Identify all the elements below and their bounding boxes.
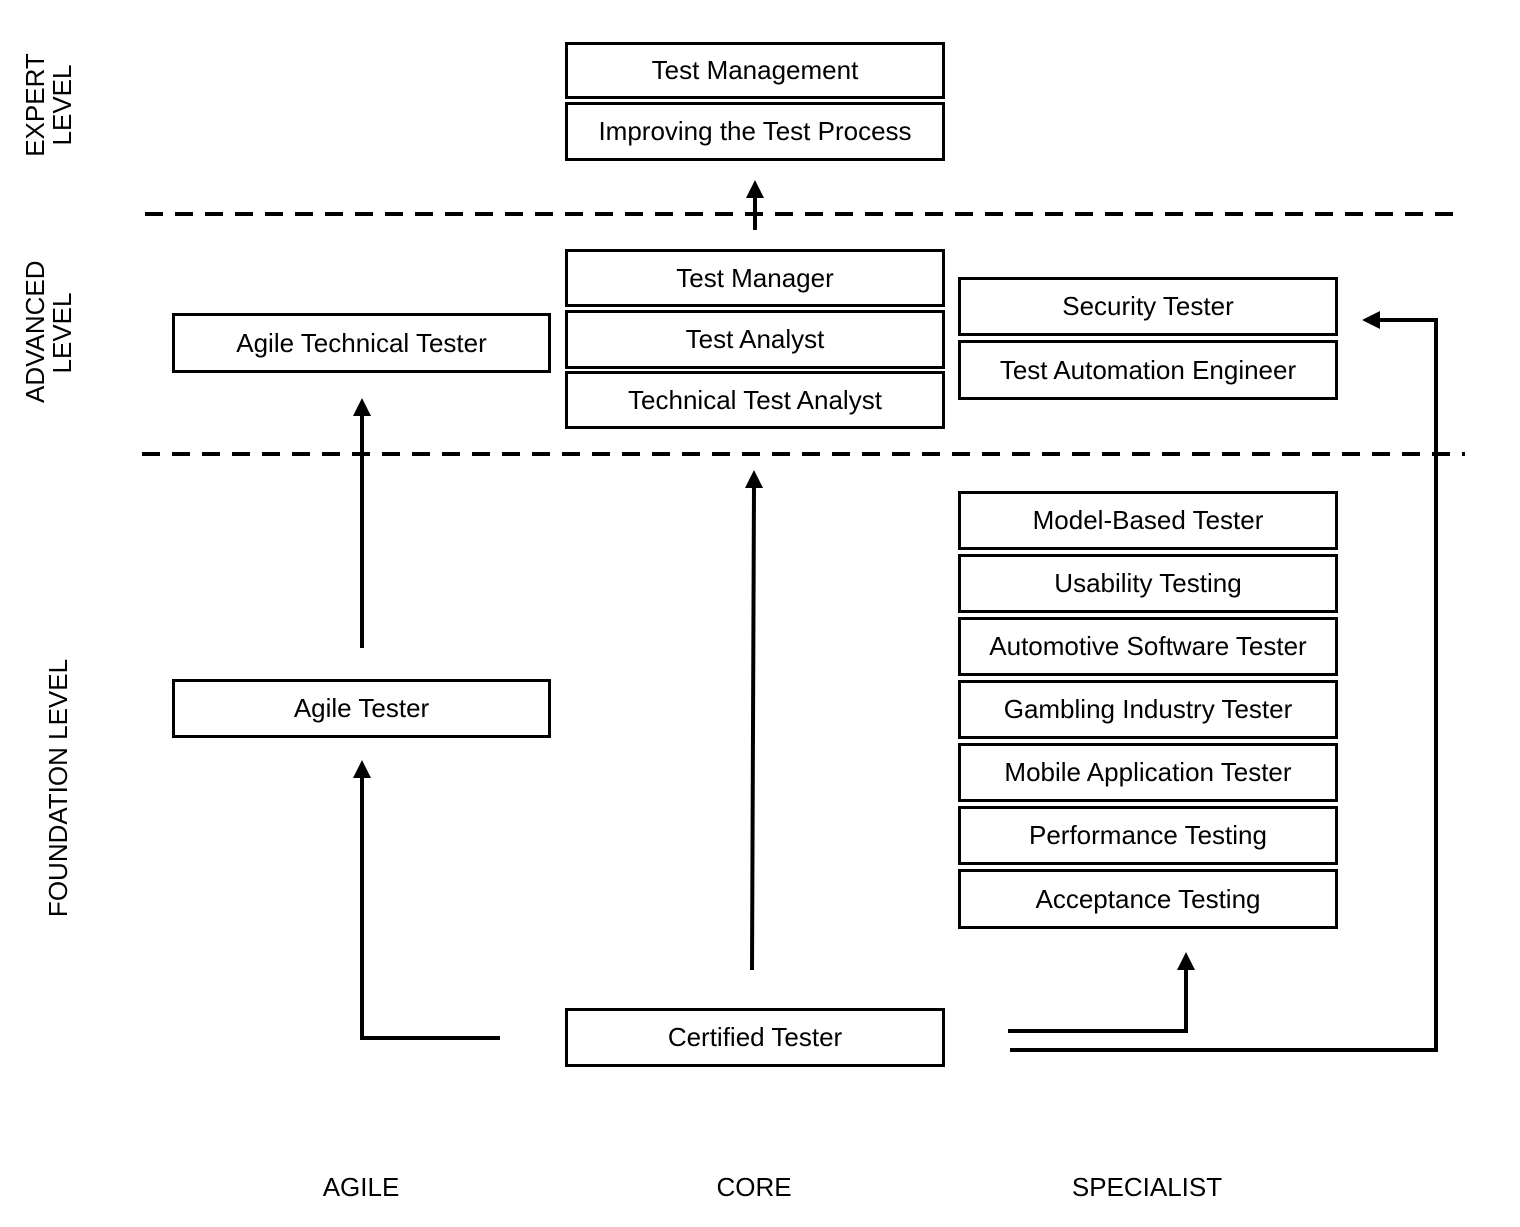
box-agile-tester: Agile Tester [172, 679, 551, 738]
arrow-certified-to-agile-tester [360, 776, 500, 1040]
box-test-manager: Test Manager [565, 249, 945, 307]
foundation-level-label: FOUNDATION LEVEL [43, 658, 73, 918]
box-acceptance-testing: Acceptance Testing [958, 869, 1338, 929]
arrow-certified-to-specialist-advanced [1010, 318, 1438, 1052]
box-test-management: Test Management [565, 42, 945, 99]
box-improving-test-process: Improving the Test Process [565, 102, 945, 161]
box-test-analyst: Test Analyst [565, 310, 945, 369]
box-security-tester: Security Tester [958, 277, 1338, 336]
box-model-based-tester: Model-Based Tester [958, 491, 1338, 550]
column-label-specialist: SPECIALIST [1071, 1172, 1223, 1202]
box-agile-technical-tester: Agile Technical Tester [172, 313, 551, 373]
box-usability-testing: Usability Testing [958, 554, 1338, 613]
box-performance-testing: Performance Testing [958, 806, 1338, 865]
box-mobile-application-tester: Mobile Application Tester [958, 743, 1338, 802]
arrow-certified-to-core-advanced [750, 485, 756, 971]
box-gambling-industry-tester: Gambling Industry Tester [958, 680, 1338, 739]
box-certified-tester: Certified Tester [565, 1008, 945, 1067]
column-label-agile: AGILE [322, 1172, 400, 1202]
column-label-core: CORE [716, 1172, 792, 1202]
box-test-automation-engineer: Test Automation Engineer [958, 340, 1338, 400]
box-technical-test-analyst: Technical Test Analyst [565, 371, 945, 429]
arrow-certified-to-specialist-foundation [1008, 968, 1188, 1033]
box-automotive-software-tester: Automotive Software Tester [958, 617, 1338, 676]
